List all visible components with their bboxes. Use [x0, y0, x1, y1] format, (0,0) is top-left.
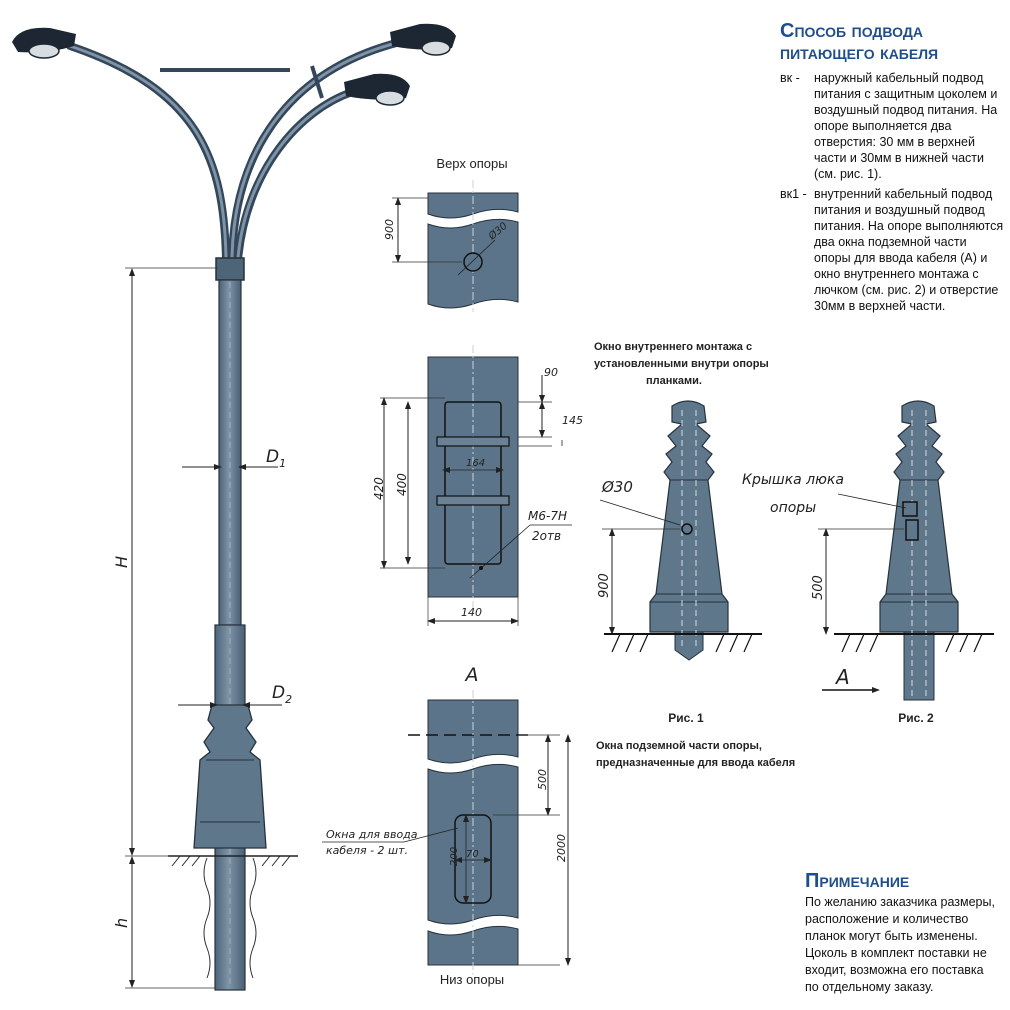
note-panel: Примечание По желанию заказчика размеры,… — [805, 870, 1000, 996]
pole-collar — [215, 257, 245, 281]
bottom-section: A 70 200 500 2000 Окна для ввода кабеля … — [322, 664, 795, 987]
lamp-left — [12, 27, 76, 59]
label-d2: D2 — [272, 683, 292, 706]
dim-420: 420 — [372, 477, 386, 500]
figure-1: Ø30 900 Рис. 1 — [597, 400, 762, 725]
cable-windows-label-line2: кабеля - 2 шт. — [326, 844, 408, 857]
cable-supply-panel: Способ подвода питающего кабеля вк - нар… — [780, 20, 1005, 314]
fig2-caption: Рис. 2 — [898, 711, 934, 725]
label-H: H — [112, 556, 131, 568]
dim-bottom-500: 500 — [536, 769, 549, 790]
cable-option-vk: вк - наружный кабельный подвод питания с… — [780, 70, 1005, 182]
top-hole — [463, 252, 483, 272]
arm-strut — [310, 65, 324, 99]
fig2-hatch — [902, 501, 918, 517]
fig1-dim-hole: Ø30 — [601, 478, 633, 496]
bottom-note-line2: предназначенные для ввода кабеля — [596, 757, 795, 769]
pole-base — [193, 704, 267, 849]
label-d1: D1 — [266, 447, 286, 470]
pole-drawing: H h D1 D2 — [12, 23, 456, 991]
mount-plank-2 — [436, 495, 510, 506]
dim-m6: M6-7H — [528, 509, 567, 523]
cable-option-vk-code: вк - — [780, 71, 800, 85]
note-title: Примечание — [805, 870, 910, 892]
dim-400: 400 — [395, 473, 409, 496]
cable-supply-title: Способ подвода питающего кабеля — [780, 20, 939, 64]
lamp-right-top — [390, 23, 456, 56]
fig1-dim-900: 900 — [597, 573, 612, 598]
fig2-label-A: A — [834, 665, 850, 689]
figure-2: Крышка люка опоры 500 A Рис. 2 — [742, 400, 994, 725]
fig2-hatch-label-line1: Крышка люка — [742, 472, 844, 488]
cable-option-vk1-code: вк1 - — [780, 187, 807, 201]
bottom-note-line1: Окна подземной части опоры, — [596, 740, 762, 752]
cable-option-vk1: вк1 - внутренний кабельный подвод питани… — [780, 186, 1005, 314]
dim-70: 70 — [466, 849, 479, 860]
dim-164: 164 — [466, 458, 485, 469]
bottom-label-A: A — [464, 664, 479, 686]
top-section: Верх опоры Ø30 900 — [383, 156, 519, 312]
fig2-hatch-label-line2: опоры — [770, 500, 816, 516]
top-section-caption: Верх опоры — [436, 156, 507, 171]
bottom-section-caption: Низ опоры — [440, 972, 504, 987]
window-section: 164 90 145 420 400 M6-7H 2отв 140 Окно в… — [372, 341, 769, 626]
dim-2000: 2000 — [555, 834, 568, 862]
fig1-caption: Рис. 1 — [668, 711, 704, 725]
lamp-right-lower — [344, 73, 410, 106]
dim-200: 200 — [449, 847, 460, 866]
service-window — [444, 401, 502, 565]
window-caption-line1: Окно внутреннего монтажа с — [594, 341, 752, 353]
fig1-hole — [681, 523, 693, 535]
window-caption-line2: установленными внутри опоры — [594, 358, 769, 370]
dim-140: 140 — [461, 606, 482, 619]
dim-145: 145 — [562, 414, 583, 427]
dim-90: 90 — [544, 366, 558, 379]
dim-2otv: 2отв — [532, 529, 561, 543]
fig2-dim-500: 500 — [811, 575, 826, 600]
cable-windows-label-line1: Окна для ввода — [326, 828, 418, 841]
note-text: По желанию заказчика размеры, расположен… — [805, 895, 995, 994]
label-h: h — [112, 918, 131, 928]
window-caption-line3: планками. — [646, 375, 702, 387]
cable-option-vk-text: наружный кабельный подвод питания с защи… — [814, 71, 998, 181]
mount-plank-1 — [436, 436, 510, 447]
cable-option-vk1-text: внутренний кабельный подвод питания и во… — [814, 187, 1004, 313]
dim-top-900: 900 — [383, 219, 396, 240]
